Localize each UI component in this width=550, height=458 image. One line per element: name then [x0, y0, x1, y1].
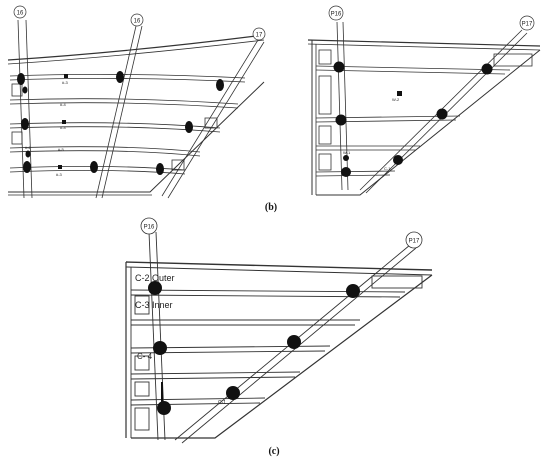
- panel-c-core-points: [148, 281, 360, 415]
- gridline-label: P17: [522, 22, 533, 28]
- crack-mark: [161, 382, 163, 404]
- core-point: [22, 86, 28, 94]
- mark-label: #-4: [60, 125, 67, 130]
- core-point: [17, 73, 25, 85]
- panel-b-gridline-bubbles: P16 P17: [328, 5, 535, 31]
- gridline-bubble: [13, 5, 27, 19]
- core-point: [436, 108, 448, 120]
- core-point: [333, 61, 345, 73]
- mark-label: #-4: [60, 102, 67, 107]
- panel-c-gridline-bubbles: P16 P17: [140, 217, 423, 249]
- core-point: [21, 118, 29, 130]
- core-point: [287, 335, 301, 349]
- gridline-bubble: [328, 5, 344, 21]
- mark-label: #-2: [25, 145, 32, 150]
- mark-label: W-2: [392, 97, 400, 102]
- panel-b-marks: W-2 W-1 C-1: [343, 97, 400, 171]
- core-point: [25, 150, 31, 158]
- core-point: [90, 161, 98, 173]
- gridline-bubble: [140, 217, 158, 235]
- gridline-label: 16: [17, 11, 24, 17]
- panel-c-labels: C-2 Outer C-3 Inner C- 4 C-1: [135, 273, 226, 406]
- gridline-label: 17: [256, 33, 263, 39]
- gridline-label: 16: [134, 19, 141, 25]
- core-label-c2: C-2 Outer: [135, 273, 175, 283]
- panel-c: [125, 231, 433, 444]
- mark-label: W-1: [343, 150, 351, 155]
- mark-square: [58, 165, 62, 169]
- panel-a-marks: #-3 #-4 #-4 #-3 #-5 #-2: [25, 80, 69, 177]
- core-point: [216, 79, 224, 91]
- mark-label: #-3: [56, 172, 63, 177]
- caption-b: (b): [265, 202, 277, 213]
- core-point: [157, 401, 171, 415]
- mark-square: [397, 91, 402, 96]
- core-point: [226, 386, 240, 400]
- core-label-c3: C-3 Inner: [135, 300, 173, 310]
- panel-a: [7, 19, 265, 199]
- mark-square: [64, 74, 68, 78]
- gridline-bubble: [519, 15, 535, 31]
- gridline-label: P17: [409, 239, 420, 245]
- mark-label: C-1: [384, 166, 391, 171]
- gridline-label: P16: [331, 12, 342, 18]
- core-point: [346, 284, 360, 298]
- core-point: [393, 155, 403, 165]
- core-point: [343, 155, 349, 161]
- core-point: [341, 167, 351, 177]
- core-point: [23, 161, 31, 173]
- gridline-bubble: [130, 13, 144, 27]
- gridline-label: P16: [144, 225, 155, 231]
- gridline-bubble: [252, 27, 266, 41]
- core-point: [156, 163, 164, 175]
- panel-a-gridline-bubbles: 16 16 17: [13, 5, 266, 41]
- core-point: [481, 63, 493, 75]
- core-point: [148, 281, 162, 295]
- core-point: [116, 71, 124, 83]
- caption-c: (c): [268, 446, 279, 457]
- panel-b-core-points: [333, 61, 493, 177]
- core-label-c4: C- 4: [137, 352, 153, 361]
- core-point: [335, 114, 347, 126]
- mark-label: #-5: [58, 147, 65, 152]
- panel-a-core-points: [17, 71, 224, 175]
- core-point: [185, 121, 193, 133]
- core-label-c1: C-1: [218, 400, 226, 406]
- core-point: [153, 341, 167, 355]
- mark-square: [62, 120, 66, 124]
- gridline-bubble: [405, 231, 423, 249]
- mark-label: #-3: [62, 80, 69, 85]
